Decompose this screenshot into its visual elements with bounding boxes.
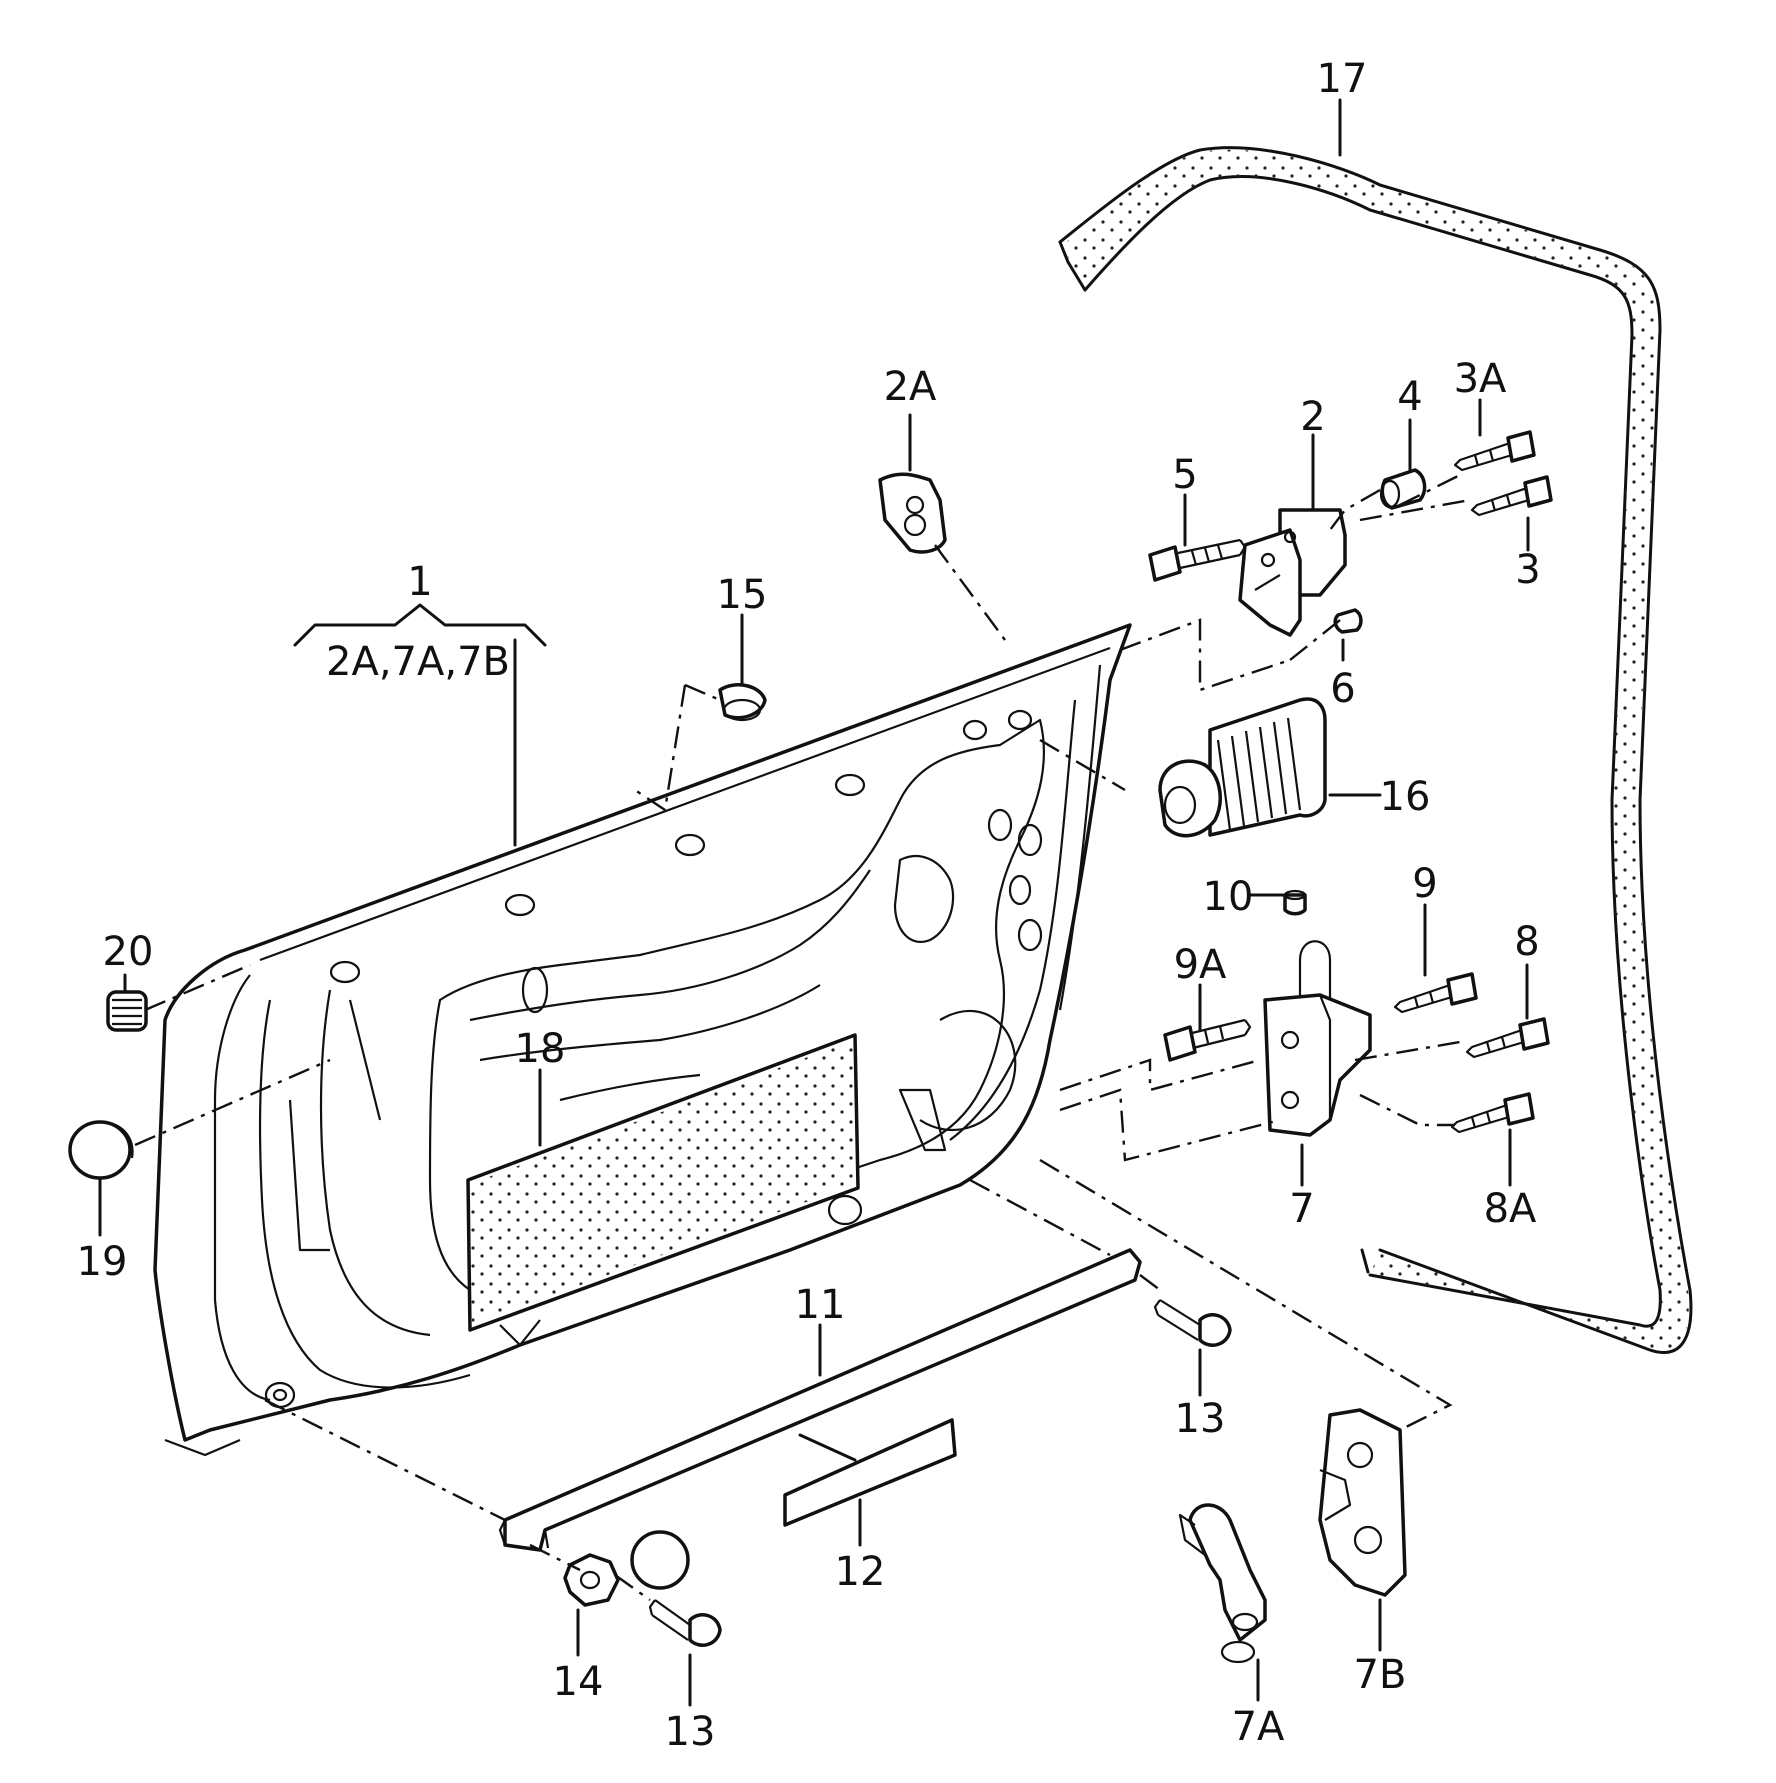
label-9: 9 — [1412, 861, 1437, 907]
label-19: 19 — [77, 1239, 128, 1285]
bolt-5 — [1148, 538, 1247, 582]
bracket-7A — [1178, 1503, 1267, 1664]
label-13-upper: 13 — [1175, 1396, 1226, 1442]
label-17: 17 — [1317, 56, 1368, 102]
cap-19 — [68, 1120, 134, 1180]
bolt-13-lower — [648, 1599, 722, 1647]
label-6: 6 — [1330, 666, 1355, 712]
bolt-9A — [1163, 1018, 1252, 1062]
label-3A: 3A — [1454, 356, 1507, 402]
label-10: 10 — [1203, 874, 1254, 920]
label-1-subparts: 2A,7A,7B — [326, 639, 510, 685]
bracket-7B — [1318, 1408, 1407, 1597]
assembly-lines — [134, 473, 1471, 1601]
sill-trim-11 — [498, 1248, 1142, 1552]
bushing-6 — [1333, 608, 1363, 634]
label-13-lower: 13 — [665, 1709, 716, 1755]
lower-hinge-7 — [1263, 940, 1372, 1137]
bolt-13-upper — [1153, 1299, 1232, 1347]
door-check-16 — [1158, 697, 1327, 838]
bolt-3A — [1453, 430, 1536, 472]
bolt-8A — [1450, 1092, 1535, 1134]
spring-20 — [106, 990, 148, 1032]
label-20: 20 — [103, 929, 154, 975]
label-9A: 9A — [1174, 942, 1227, 988]
label-3: 3 — [1515, 547, 1540, 593]
bolt-8 — [1465, 1017, 1550, 1059]
label-15: 15 — [717, 572, 768, 618]
insulation-pad-18 — [466, 1033, 860, 1332]
label-7A: 7A — [1232, 1704, 1285, 1750]
label-18: 18 — [515, 1026, 566, 1072]
label-16: 16 — [1380, 774, 1431, 820]
label-14: 14 — [553, 1659, 604, 1705]
label-7B: 7B — [1354, 1652, 1407, 1698]
upper-hinge-2 — [1238, 508, 1347, 637]
label-1: 1 — [407, 559, 432, 605]
label-11: 11 — [795, 1282, 846, 1328]
bolt-9 — [1393, 972, 1478, 1014]
plug-15 — [718, 683, 767, 722]
label-7: 7 — [1289, 1186, 1314, 1232]
adhesive-strip-12 — [783, 1418, 957, 1527]
label-2: 2 — [1300, 394, 1325, 440]
clip-14 — [563, 1530, 690, 1607]
hinge-plate-2A — [878, 472, 947, 554]
label-4: 4 — [1397, 374, 1422, 420]
label-8A: 8A — [1484, 1186, 1537, 1232]
door-shell-1 — [153, 623, 1132, 1457]
label-2A: 2A — [884, 364, 937, 410]
door-seal-17 — [1058, 146, 1693, 1354]
part-labels: 1 2A,7A,7B 2A 2 4 3A 5 3 6 17 15 16 10 9… — [77, 56, 1541, 1755]
leader-lines — [98, 98, 1530, 1707]
bolt-3 — [1470, 475, 1553, 517]
cap-10 — [1283, 889, 1307, 916]
label-5: 5 — [1172, 452, 1197, 498]
label-8: 8 — [1514, 919, 1539, 965]
label-12: 12 — [835, 1549, 886, 1595]
